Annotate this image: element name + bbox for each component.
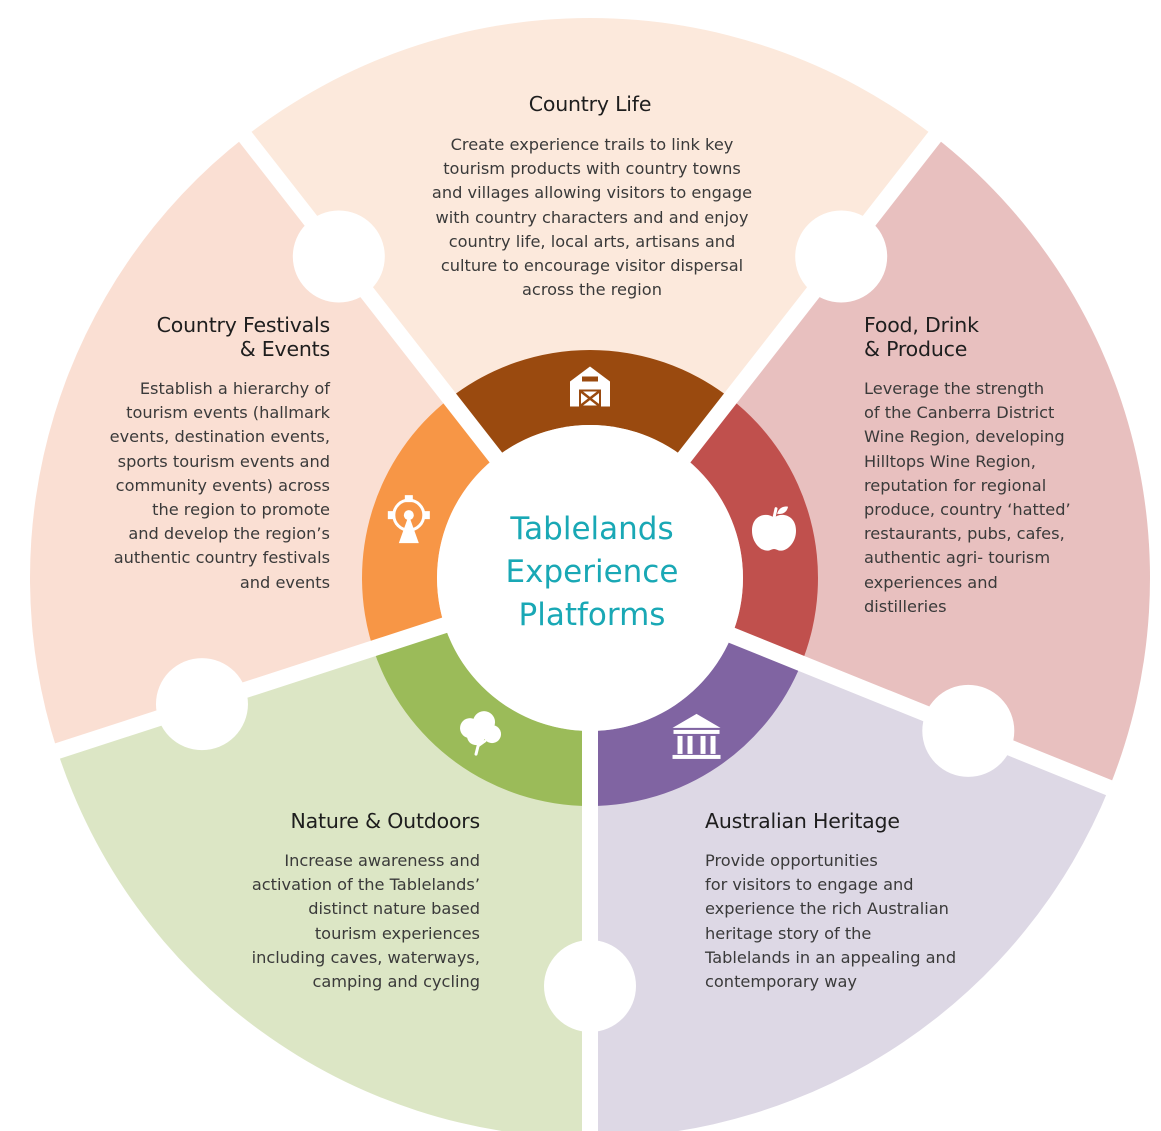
country-life-body: Create experience trails to link key tou… [431,135,753,300]
country-festivals-events-title: Country Festivals & Events [156,313,331,361]
divider-node [922,684,1015,777]
food-drink-produce-body: Leverage the strength of the Canberra Di… [864,379,1071,616]
segment-divider [45,617,449,762]
australian-heritage-body: Provide opportunities for visitors to en… [705,851,957,992]
country-festivals-events-inner-segment [362,398,496,649]
nature-outdoors-body: Increase awareness and activation of the… [251,851,480,992]
divider-node [544,940,636,1032]
country-life-outer-segment [245,18,935,579]
segment-divider [232,123,504,464]
country-festivals-events-body: Establish a hierarchy of tourism events … [109,379,330,592]
food-drink-produce-title: Food, Drink & Produce [864,313,979,361]
segment-divider [727,627,1122,799]
barn-icon [570,366,610,407]
divider-node [795,210,888,303]
nature-outdoors-title: Nature & Outdoors [290,809,480,833]
food-drink-produce-inner-segment [684,398,818,664]
museum-icon [672,713,721,759]
segment-divider [676,123,948,464]
country-life-title: Country Life [528,92,652,116]
hub-label: Tablelands Experience Platforms [505,511,679,633]
australian-heritage-title: Australian Heritage [705,809,900,833]
ferris-wheel-icon [387,495,430,544]
hub-circle [437,425,743,731]
tree-icon [460,711,502,756]
divider-node [155,658,248,751]
apple-icon [752,506,797,551]
divider-node [292,210,385,303]
